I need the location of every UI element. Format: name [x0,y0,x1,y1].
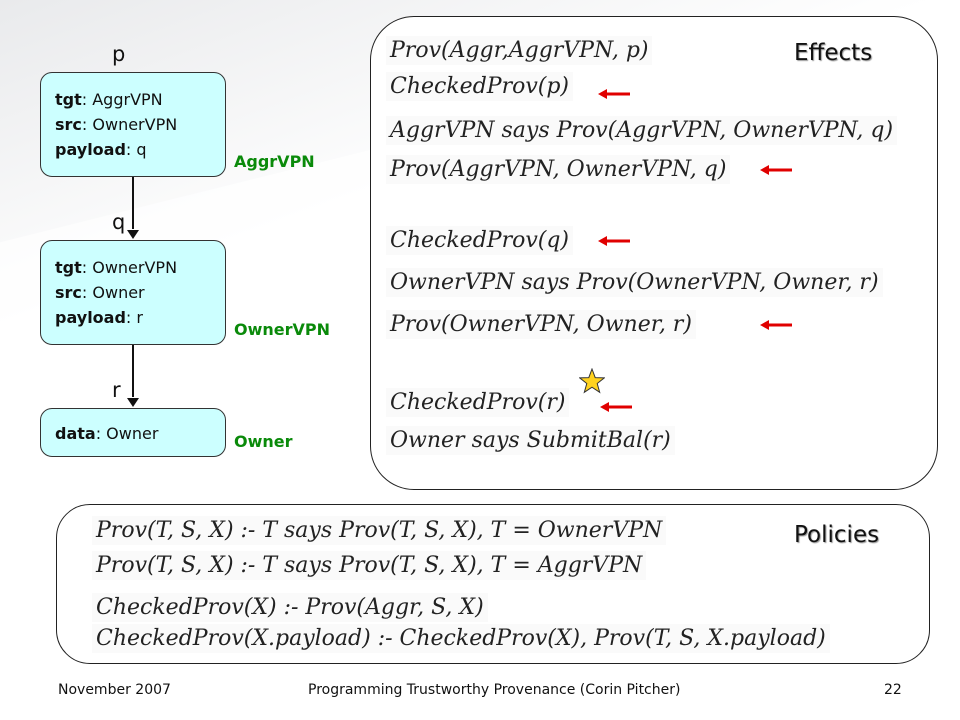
effect-formula: OwnerVPN says Prov(OwnerVPN, Owner, r) [386,268,883,297]
policy-formula: Prov(T, S, X) :- T says Prov(T, S, X), T… [92,516,667,545]
label-q: q [112,210,126,234]
effect-formula: Owner says SubmitBal(r) [386,426,675,455]
effect-formula: CheckedProv(r) [386,388,570,417]
footer-title: Programming Trustworthy Provenance (Cori… [308,682,681,698]
policy-formula: CheckedProv(X.payload) :- CheckedProv(X)… [92,624,830,653]
principal-owner: Owner [234,432,293,451]
effect-formula: CheckedProv(q) [386,226,574,255]
effect-formula: Prov(OwnerVPN, Owner, r) [386,310,696,339]
policy-formula: Prov(T, S, X) :- T says Prov(T, S, X), T… [92,551,647,580]
arrowhead-icon [127,398,139,407]
principal-ownervpn: OwnerVPN [234,320,331,339]
connector-line [132,177,134,229]
effect-formula: AggrVPN says Prov(AggrVPN, OwnerVPN, q) [386,116,898,145]
footer-date: November 2007 [58,682,171,698]
red-arrow-icon [760,320,792,330]
message-line: payload: r [55,308,143,327]
effect-formula: Prov(Aggr,AggrVPN, p) [386,36,653,65]
arrowhead-icon [127,230,139,239]
principal-aggrvpn: AggrVPN [234,152,315,171]
message-line: payload: q [55,140,147,159]
effects-heading: Effects [794,40,873,66]
label-p: p [112,42,126,66]
message-box-aggrvpn: tgt: AggrVPN src: OwnerVPN payload: q [40,72,226,177]
effect-formula: Prov(AggrVPN, OwnerVPN, q) [386,155,731,184]
message-line: src: OwnerVPN [55,115,178,134]
message-box-owner: data: Owner [40,408,226,457]
red-arrow-icon [600,402,632,412]
label-r: r [112,378,121,402]
effect-formula: CheckedProv(p) [386,72,574,101]
message-line: tgt: OwnerVPN [55,258,178,277]
message-box-ownervpn: tgt: OwnerVPN src: Owner payload: r [40,240,226,345]
footer-page-number: 22 [884,682,902,698]
red-arrow-icon [598,236,630,246]
star-icon [579,368,605,394]
policies-heading: Policies [794,522,880,548]
connector-line [132,345,134,397]
message-line: tgt: AggrVPN [55,90,163,109]
message-line: src: Owner [55,283,145,302]
red-arrow-icon [760,165,792,175]
policy-formula: CheckedProv(X) :- Prov(Aggr, S, X) [92,593,488,622]
red-arrow-icon [598,89,630,99]
message-line: data: Owner [55,424,159,443]
